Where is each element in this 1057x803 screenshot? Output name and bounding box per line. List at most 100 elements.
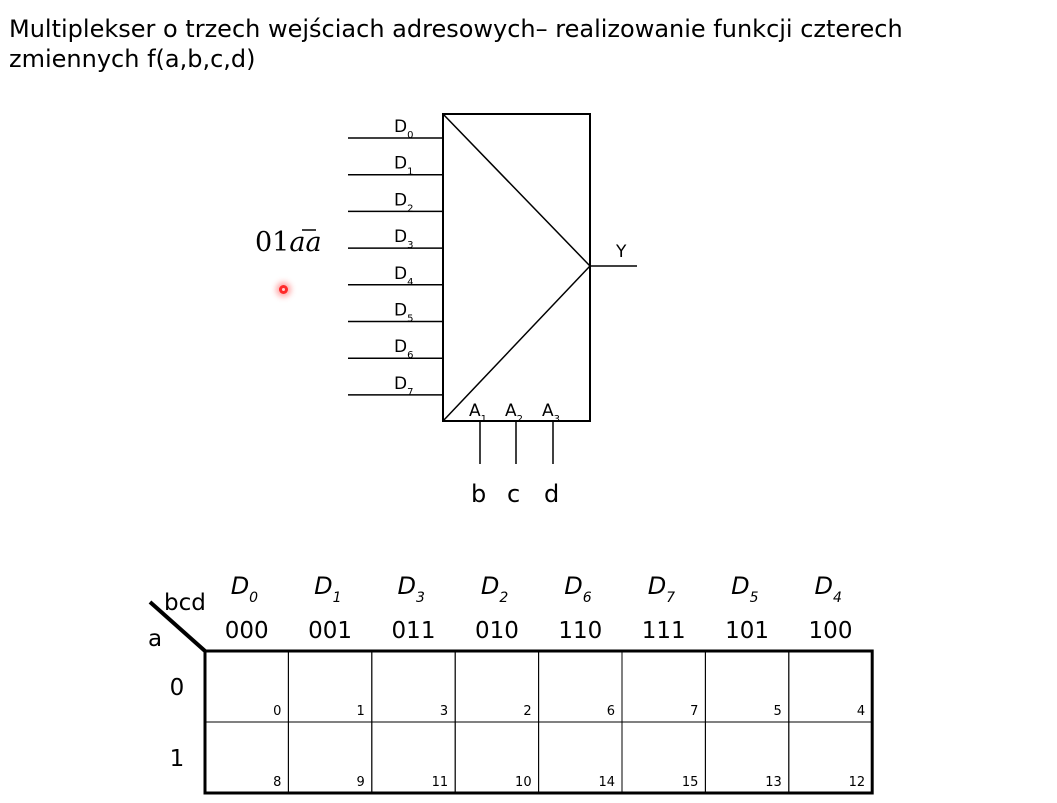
kmap-column-d-label-base: D (314, 572, 332, 600)
mux-body (442, 113, 591, 422)
data-input-label: D7 (394, 374, 413, 398)
kmap-cell-index: 11 (432, 775, 449, 790)
kmap-column-d-label: D5 (731, 572, 758, 606)
kmap-corner-diagonal (148, 600, 207, 653)
mux-funnel-top (442, 113, 591, 267)
slide-title: Multiplekser o trzech wejściach adresowy… (9, 14, 903, 74)
address-input-label: A2 (505, 401, 523, 425)
address-input-label-base: A (469, 401, 481, 421)
kmap-cell-index: 10 (515, 775, 532, 790)
kmap-cell-index: 13 (765, 775, 782, 790)
kmap-column-code: 010 (475, 618, 519, 644)
data-input-label-base: D (394, 190, 407, 210)
address-input-label: A3 (542, 401, 560, 425)
laser-pointer-dot (279, 285, 288, 294)
kmap-column-d-label-base: D (564, 572, 582, 600)
address-input-label-subscript: 1 (481, 414, 487, 425)
kmap-cell-index: 15 (682, 775, 699, 790)
kmap-column-d-label-subscript: 5 (750, 590, 759, 606)
kmap-column-code: 000 (225, 618, 269, 644)
kmap-column-code: 100 (809, 618, 853, 644)
data-input-label-subscript: 7 (407, 386, 413, 397)
kmap-column-d-label-subscript: 3 (416, 590, 425, 606)
data-input-label-base: D (394, 264, 407, 284)
input-values-label: 01aa (255, 227, 322, 258)
kmap-column-d-label-subscript: 7 (666, 590, 675, 606)
data-input-label-base: D (394, 117, 407, 137)
kmap-column-d-label-subscript: 2 (499, 590, 508, 606)
input-values-digits: 01 (255, 227, 289, 258)
kmap-column-d-label-base: D (398, 572, 416, 600)
address-variable-label: b (471, 480, 486, 508)
input-values-var-a: a (289, 227, 305, 258)
data-input-label: D4 (394, 264, 413, 288)
address-input-label-base: A (542, 401, 554, 421)
kmap-cell-index: 14 (598, 775, 615, 790)
address-input-label-base: A (505, 401, 517, 421)
data-input-label: D6 (394, 337, 413, 361)
data-input-label: D3 (394, 227, 413, 251)
data-input-label-base: D (394, 374, 407, 394)
kmap-column-code: 011 (392, 618, 436, 644)
input-values-var-a-neg: a (305, 227, 321, 258)
kmap-column-d-label-base: D (731, 572, 749, 600)
kmap-column-d-label-base: D (648, 572, 666, 600)
kmap-cell-index: 12 (849, 775, 866, 790)
kmap-column-d-label-base: D (231, 572, 249, 600)
kmap-column-d-label-subscript: 6 (583, 590, 592, 606)
data-input-label: D2 (394, 190, 413, 214)
data-input-label-subscript: 4 (407, 276, 413, 287)
kmap-corner-column-label: bcd (164, 590, 206, 616)
output-label: Y (615, 242, 627, 262)
kmap-cell-index: 7 (690, 704, 698, 719)
kmap-cell-index: 3 (440, 704, 448, 719)
address-variable-label: c (507, 480, 520, 508)
address-variable-label: d (544, 480, 559, 508)
kmap-column-code: 110 (558, 618, 602, 644)
kmap-corner-row-label: a (148, 626, 162, 652)
kmap-cell-index: 2 (523, 704, 531, 719)
data-input-label: D0 (394, 117, 413, 141)
kmap-column-d-label: D7 (648, 572, 675, 606)
kmap-column-d-label-base: D (815, 572, 833, 600)
mux-funnel-bottom (442, 265, 591, 422)
kmap-cell-index: 6 (607, 704, 615, 719)
data-input-label: D5 (394, 301, 413, 325)
kmap-column-d-label-subscript: 0 (249, 590, 258, 606)
kmap-column-d-label-base: D (481, 572, 499, 600)
kmap-column-code: 111 (642, 618, 686, 644)
data-input-label-subscript: 0 (407, 130, 413, 141)
data-input-label-subscript: 3 (407, 240, 413, 251)
kmap-cell-index: 1 (357, 704, 365, 719)
kmap-row-label: 0 (170, 675, 185, 701)
kmap-column-d-label: D3 (398, 572, 425, 606)
kmap-column-d-label-subscript: 4 (833, 590, 842, 606)
data-input-label-subscript: 2 (407, 203, 413, 214)
title-line-1: Multiplekser o trzech wejściach adresowy… (9, 15, 903, 43)
kmap-cell-index: 8 (273, 775, 281, 790)
address-input-label-subscript: 2 (517, 414, 523, 425)
kmap-border (203, 649, 874, 795)
address-input-label-subscript: 3 (554, 414, 560, 425)
data-input-label-base: D (394, 301, 407, 321)
kmap-row-label: 1 (170, 746, 185, 772)
kmap-column-d-label-subscript: 1 (333, 590, 342, 606)
kmap-column-d-label: D4 (815, 572, 842, 606)
kmap-column-d-label: D0 (231, 572, 258, 606)
kmap-cell-index: 4 (857, 704, 865, 719)
kmap-cell-index: 5 (774, 704, 782, 719)
address-input-label: A1 (469, 401, 487, 425)
kmap-cell-index: 9 (357, 775, 365, 790)
kmap-cell-index: 0 (273, 704, 281, 719)
kmap-column-d-label: D2 (481, 572, 508, 606)
data-input-label: D1 (394, 154, 413, 178)
data-input-label-base: D (394, 337, 407, 357)
data-input-label-base: D (394, 154, 407, 174)
title-line-2: zmiennych f(a,b,c,d) (9, 45, 256, 73)
kmap-column-code: 101 (725, 618, 769, 644)
data-input-label-subscript: 1 (407, 166, 413, 177)
kmap-column-d-label: D1 (314, 572, 341, 606)
data-input-label-base: D (394, 227, 407, 247)
data-input-label-subscript: 6 (407, 350, 413, 361)
